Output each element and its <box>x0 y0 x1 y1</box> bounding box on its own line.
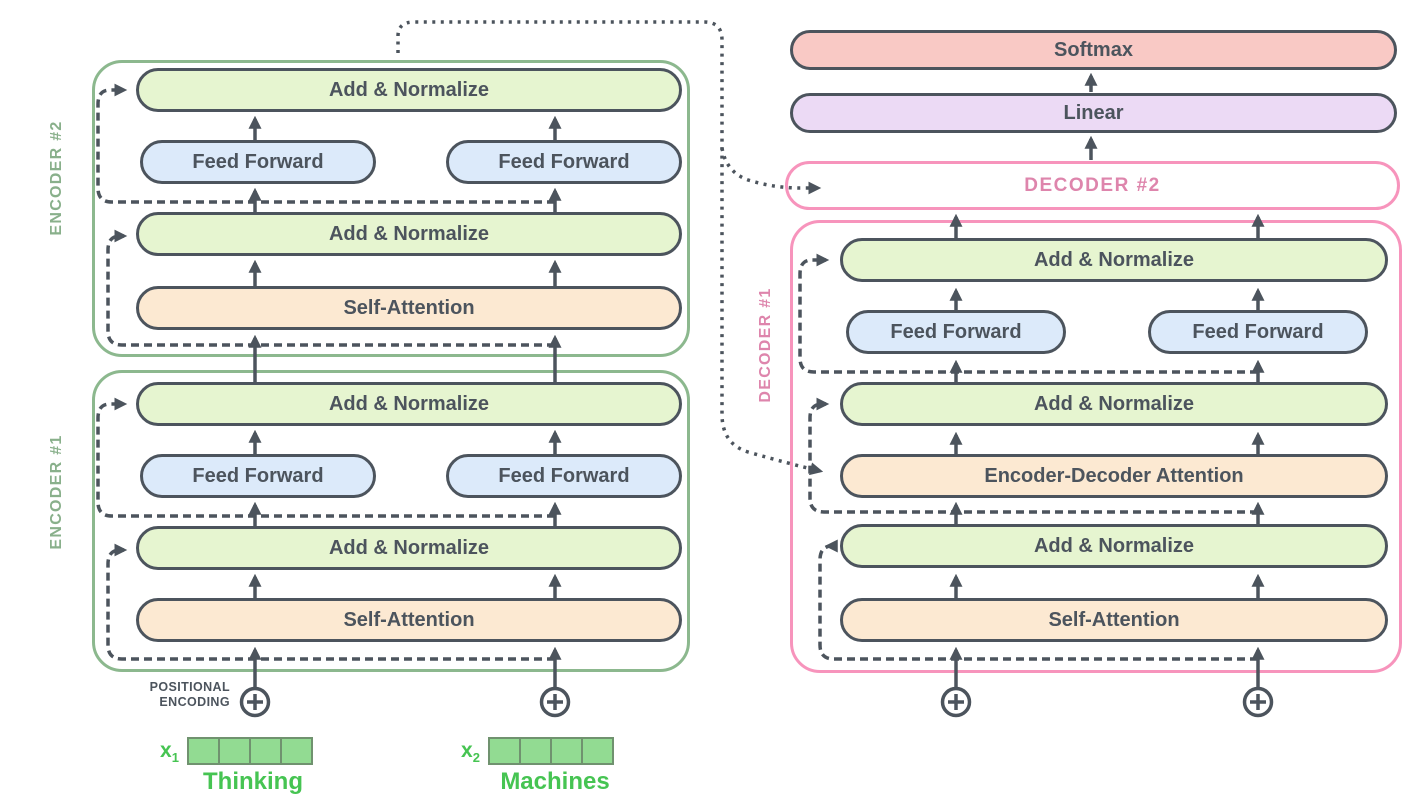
plus-circle-icon <box>940 686 972 718</box>
dec1-encoder-decoder-attention-pill: Encoder-Decoder Attention <box>840 454 1388 498</box>
x1-label: x1 <box>160 739 179 765</box>
input-word-machines: Machines <box>500 768 610 795</box>
x2-subscript: 2 <box>472 750 480 766</box>
embedding-cell <box>249 737 282 765</box>
enc2-add-normalize-mid-pill: Add & Normalize <box>136 212 682 256</box>
x1-symbol: x <box>160 739 172 762</box>
decoder-1-label: DECODER #1 <box>757 287 774 403</box>
enc1-feed-forward-left-pill: Feed Forward <box>140 454 376 498</box>
x1-subscript: 1 <box>171 750 179 766</box>
decoder-2-pill: DECODER #2 <box>785 161 1400 210</box>
enc1-add-normalize-top-pill: Add & Normalize <box>136 382 682 426</box>
positional-encoding-line1: POSITIONAL <box>149 680 230 694</box>
dec1-add-normalize-mid-pill: Add & Normalize <box>840 382 1388 426</box>
embedding-cell <box>218 737 251 765</box>
x2-label: x2 <box>461 739 480 765</box>
enc1-feed-forward-right-pill: Feed Forward <box>446 454 682 498</box>
input-word-thinking: Thinking <box>203 768 303 795</box>
enc2-feed-forward-left-pill: Feed Forward <box>140 140 376 184</box>
dec1-add-normalize-top-pill: Add & Normalize <box>840 238 1388 282</box>
embedding-cell <box>280 737 313 765</box>
input-embedding-x1 <box>187 737 313 765</box>
dec1-self-attention-pill: Self-Attention <box>840 598 1388 642</box>
enc2-add-normalize-top-pill: Add & Normalize <box>136 68 682 112</box>
input-embedding-x2 <box>488 737 614 765</box>
linear-pill: Linear <box>790 93 1397 133</box>
enc1-add-normalize-mid-pill: Add & Normalize <box>136 526 682 570</box>
dec1-feed-forward-left-pill: Feed Forward <box>846 310 1066 354</box>
embedding-cell <box>550 737 583 765</box>
embedding-cell <box>187 737 220 765</box>
positional-encoding-line2: ENCODING <box>159 695 230 709</box>
plus-circle-icons <box>239 686 1274 718</box>
plus-circle-icon <box>239 686 271 718</box>
encoder-2-label: ENCODER #2 <box>48 120 65 236</box>
embedding-cell <box>581 737 614 765</box>
embedding-cell <box>519 737 552 765</box>
positional-encoding-label: POSITIONAL ENCODING <box>100 680 230 710</box>
enc1-self-attention-pill: Self-Attention <box>136 598 682 642</box>
dec1-feed-forward-right-pill: Feed Forward <box>1148 310 1368 354</box>
enc2-self-attention-pill: Self-Attention <box>136 286 682 330</box>
plus-circle-icon <box>1242 686 1274 718</box>
plus-circle-icon <box>539 686 571 718</box>
x2-symbol: x <box>461 739 473 762</box>
dec1-add-normalize-bottom-pill: Add & Normalize <box>840 524 1388 568</box>
enc2-feed-forward-right-pill: Feed Forward <box>446 140 682 184</box>
encoder-1-label: ENCODER #1 <box>48 434 65 550</box>
embedding-cell <box>488 737 521 765</box>
encoder-1-box <box>92 370 690 672</box>
softmax-pill: Softmax <box>790 30 1397 70</box>
